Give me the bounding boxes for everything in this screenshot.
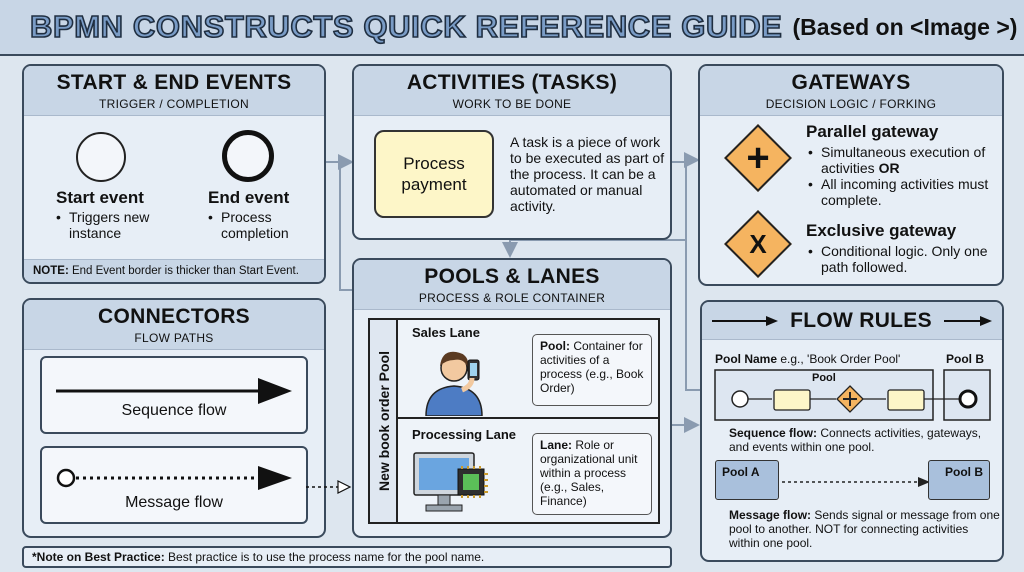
pools-panel: POOLS & LANES PROCESS & ROLE CONTAINER N…	[352, 258, 672, 538]
processing-lane-label: Processing Lane	[412, 427, 517, 442]
pool-name-caption-term: Pool Name	[715, 352, 778, 366]
pool-a-box: Pool A	[715, 460, 779, 500]
best-practice-term: *Note on Best Practice:	[32, 550, 165, 564]
message-flow-rule-term: Message flow:	[729, 508, 812, 522]
end-event-bullets: Process completion	[208, 209, 318, 241]
start-event-bullets: Triggers new instance	[56, 209, 166, 241]
start-event-bullet: Triggers new instance	[56, 209, 166, 241]
pool-a-label: Pool A	[722, 465, 760, 479]
lane-definition-text: Role or organizational unit within a pro…	[540, 438, 638, 508]
pool-container: New book order Pool Sales Lane Pool: Con…	[368, 318, 660, 524]
exclusive-gateway-label: Exclusive gateway	[806, 221, 957, 240]
task-label: Process payment	[401, 154, 467, 194]
arrow-right-icon	[943, 315, 992, 326]
processing-lane: Processing Lane Lane: Role or organizati…	[398, 421, 658, 522]
message-flow-arrow-icon	[56, 466, 292, 490]
exclusive-gateway-bullets: Conditional logic. Only one path followe…	[808, 243, 998, 275]
message-flow-rule: Message flow: Sends signal or message fr…	[729, 508, 1001, 550]
pools-title: POOLS & LANES	[424, 265, 600, 288]
pool-definition-term: Pool:	[540, 339, 570, 353]
lane-definition-box: Lane: Role or organizational unit within…	[532, 433, 652, 515]
parallel-gateway-symbol: +	[746, 136, 770, 180]
sequence-flow-rule-term: Sequence flow:	[729, 426, 818, 440]
inner-pool-label: Pool	[812, 372, 836, 384]
arrow-right-icon	[712, 315, 779, 326]
message-flow-rule-arrow	[782, 477, 930, 487]
end-event-icon	[222, 130, 274, 182]
events-panel: START & END EVENTS TRIGGER / COMPLETION …	[22, 64, 326, 284]
connectors-header: CONNECTORS FLOW PATHS	[24, 300, 324, 350]
pool-name-caption: Pool Name e.g., 'Book Order Pool'	[715, 352, 900, 366]
events-note-text: End Event border is thicker than Start E…	[68, 265, 299, 277]
sales-lane-label: Sales Lane	[412, 325, 480, 340]
message-flow-box: Message flow	[40, 446, 308, 524]
gateways-title: GATEWAYS	[791, 71, 911, 94]
sequence-flow-box: Sequence flow	[40, 356, 308, 434]
events-title: START & END EVENTS	[56, 71, 292, 94]
start-event-icon	[76, 132, 126, 182]
page-subtitle: (Based on <Image >)	[792, 13, 1018, 40]
activities-title: ACTIVITIES (TASKS)	[406, 71, 618, 94]
sequence-flow-rule: Sequence flow: Connects activities, gate…	[729, 426, 999, 454]
activities-subtitle: WORK TO BE DONE	[452, 97, 572, 111]
computer-chip-icon	[413, 452, 488, 512]
flow-rules-header: FLOW RULES	[702, 302, 1002, 340]
flow-rules-title: FLOW RULES	[790, 308, 932, 332]
activities-description: A task is a piece of work to be executed…	[510, 134, 665, 214]
pool-b-label: Pool B	[945, 465, 983, 479]
sequence-flow-diagram	[714, 369, 991, 421]
pool-definition-box: Pool: Container for activities of a proc…	[532, 334, 652, 406]
salesperson-icon	[425, 351, 483, 416]
events-header: START & END EVENTS TRIGGER / COMPLETION	[24, 66, 324, 116]
events-note: NOTE: End Event border is thicker than S…	[24, 259, 324, 282]
pool-definition-text: Container for activities of a process (e…	[540, 339, 644, 395]
connectors-subtitle: FLOW PATHS	[134, 331, 214, 345]
activities-header: ACTIVITIES (TASKS) WORK TO BE DONE	[354, 66, 670, 116]
parallel-gateway-bullet-or: OR	[874, 160, 900, 176]
title-bar: BPMN CONSTRUCTS QUICK REFERENCE GUIDE (B…	[0, 0, 1024, 56]
end-event-bullet: Process completion	[208, 209, 318, 241]
parallel-gateway-bullets: Simultaneous execution of activities OR …	[808, 144, 998, 208]
pool-name-caption-text: e.g., 'Book Order Pool'	[777, 352, 901, 366]
best-practice-text: Best practice is to use the process name…	[164, 550, 485, 564]
pools-subtitle: PROCESS & ROLE CONTAINER	[418, 291, 606, 305]
events-note-label: NOTE:	[33, 265, 69, 277]
pools-header: POOLS & LANES PROCESS & ROLE CONTAINER	[354, 260, 670, 310]
lane-definition-term: Lane:	[540, 438, 573, 452]
pool-name-label: New book order Pool	[376, 350, 392, 492]
message-flow-rule-text: Sends signal or message from one pool to…	[729, 508, 1000, 550]
exclusive-gateway-bullet: Conditional logic. Only one path followe…	[808, 243, 998, 275]
start-event-label: Start event	[56, 188, 144, 207]
task-box: Process payment	[374, 130, 494, 218]
activities-panel: ACTIVITIES (TASKS) WORK TO BE DONE Proce…	[352, 64, 672, 240]
parallel-gateway-label: Parallel gateway	[806, 122, 939, 141]
connectors-panel: CONNECTORS FLOW PATHS Sequence flow Mess…	[22, 298, 326, 538]
message-flow-label: Message flow	[125, 494, 223, 511]
sales-lane: Sales Lane Pool: Container for activitie…	[398, 320, 658, 419]
page-title: BPMN CONSTRUCTS QUICK REFERENCE GUIDE	[29, 8, 783, 45]
best-practice-note: *Note on Best Practice: Best practice is…	[22, 546, 672, 568]
connectors-title: CONNECTORS	[98, 305, 250, 328]
parallel-gateway-bullet-text: Simultaneous execution of activities	[821, 144, 986, 176]
sequence-flow-rule-text: Connects activities, gateways, and event…	[729, 426, 982, 454]
sequence-flow-label: Sequence flow	[121, 402, 227, 419]
pool-b-box: Pool B	[928, 460, 990, 500]
gateways-subtitle: DECISION LOGIC / FORKING	[765, 97, 937, 111]
pool-name-band: New book order Pool	[370, 320, 398, 522]
exclusive-gateway-symbol: X	[749, 229, 767, 259]
pool-b-caption: Pool B	[946, 352, 984, 366]
end-event-label: End event	[208, 188, 290, 207]
events-subtitle: TRIGGER / COMPLETION	[98, 97, 249, 111]
parallel-gateway-bullet: Simultaneous execution of activities OR	[808, 144, 998, 176]
gateways-panel: GATEWAYS DECISION LOGIC / FORKING + Para…	[698, 64, 1004, 286]
gateways-header: GATEWAYS DECISION LOGIC / FORKING	[700, 66, 1002, 116]
parallel-gateway-bullet: All incoming activities must complete.	[808, 176, 998, 208]
flow-rules-panel: FLOW RULES Pool Name e.g., 'Book Order P…	[700, 300, 1004, 562]
sequence-flow-arrow-icon	[56, 378, 292, 404]
